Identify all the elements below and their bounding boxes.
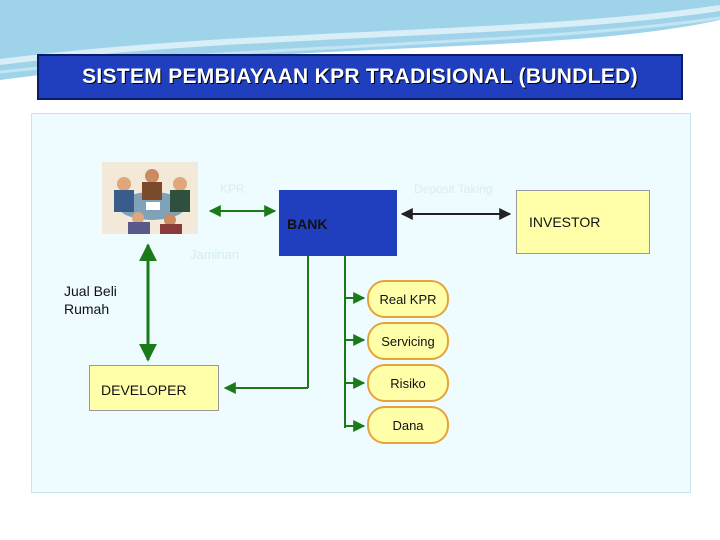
deposit-taking-label: Deposit Taking: [414, 182, 493, 196]
kpr-label: KPR: [220, 182, 245, 196]
title-banner: SISTEM PEMBIAYAAN KPR TRADISIONAL (BUNDL…: [37, 54, 683, 100]
function-servicing: Servicing: [367, 322, 449, 360]
function-label: Risiko: [390, 376, 426, 391]
function-label: Servicing: [381, 334, 435, 349]
investor-label: INVESTOR: [529, 214, 601, 230]
bank-node: BANK: [279, 190, 397, 256]
jual-beli-rumah-label: Jual Beli Rumah: [64, 283, 117, 317]
developer-label: DEVELOPER: [101, 382, 187, 398]
buyers-meeting-clipart: [102, 162, 198, 234]
page-title: SISTEM PEMBIAYAAN KPR TRADISIONAL (BUNDL…: [82, 65, 638, 88]
investor-node: INVESTOR: [516, 190, 650, 254]
bank-label: BANK: [287, 216, 328, 232]
function-dana: Dana: [367, 406, 449, 444]
function-risiko: Risiko: [367, 364, 449, 402]
function-label: Dana: [392, 418, 424, 433]
developer-node: DEVELOPER: [89, 365, 219, 411]
function-label: Real KPR: [379, 292, 437, 307]
jaminan-label: Jaminan: [190, 247, 240, 262]
function-real-kpr: Real KPR: [367, 280, 449, 318]
